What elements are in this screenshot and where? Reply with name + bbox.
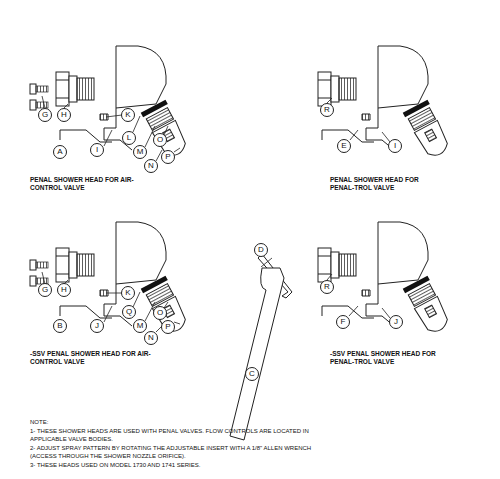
view-caption: -SSV PENAL SHOWER HEAD FOR PENAL-TROL VA…	[330, 350, 455, 366]
callout-letter: D	[254, 243, 268, 257]
callout-letter: A	[53, 145, 67, 159]
note-text: 3- THESE HEADS USED ON MODEL 1730 AND 17…	[30, 461, 330, 469]
callout-letter: E	[337, 139, 351, 153]
callout-letter: O	[153, 133, 167, 147]
callout-letter: H	[57, 108, 71, 122]
callout-letter: P	[161, 320, 175, 334]
callout-letter: F	[336, 315, 350, 329]
callout-letter: R	[320, 280, 334, 294]
note-text: NOTE:	[30, 418, 330, 426]
callout-letter: R	[320, 103, 334, 117]
callout-letter: I	[90, 143, 104, 157]
callout-letter: I	[388, 139, 402, 153]
callout-letter: J	[389, 315, 403, 329]
view-caption: PENAL SHOWER HEAD FOR PENAL-TROL VALVE	[330, 176, 440, 192]
callout-letter: L	[122, 131, 136, 145]
callout-letter: C	[245, 367, 259, 381]
callout-letter: K	[121, 286, 135, 300]
note-text: 1- THESE SHOWER HEADS ARE USED WITH PENA…	[30, 427, 330, 443]
callout-letter: Q	[122, 305, 136, 319]
callout-letter: H	[57, 283, 71, 297]
callout-letter: O	[153, 306, 167, 320]
callout-letter: G	[38, 108, 52, 122]
callout-letter: N	[144, 159, 158, 173]
view-caption: -SSV PENAL SHOWER HEAD FOR AIR-CONTROL V…	[30, 350, 155, 366]
callout-letter: M	[133, 319, 147, 333]
callout-letter: M	[133, 145, 147, 159]
callout-letter: J	[90, 319, 104, 333]
callout-letter: K	[121, 108, 135, 122]
callout-letter: P	[161, 150, 175, 164]
callout-letter: B	[53, 319, 67, 333]
callout-letter: N	[144, 331, 158, 345]
note-text: 2- ADJUST SPRAY PATTERN BY ROTATING THE …	[30, 444, 330, 460]
view-caption: PENAL SHOWER HEAD FOR AIR-CONTROL VALVE	[30, 176, 140, 192]
callout-letter: G	[38, 283, 52, 297]
